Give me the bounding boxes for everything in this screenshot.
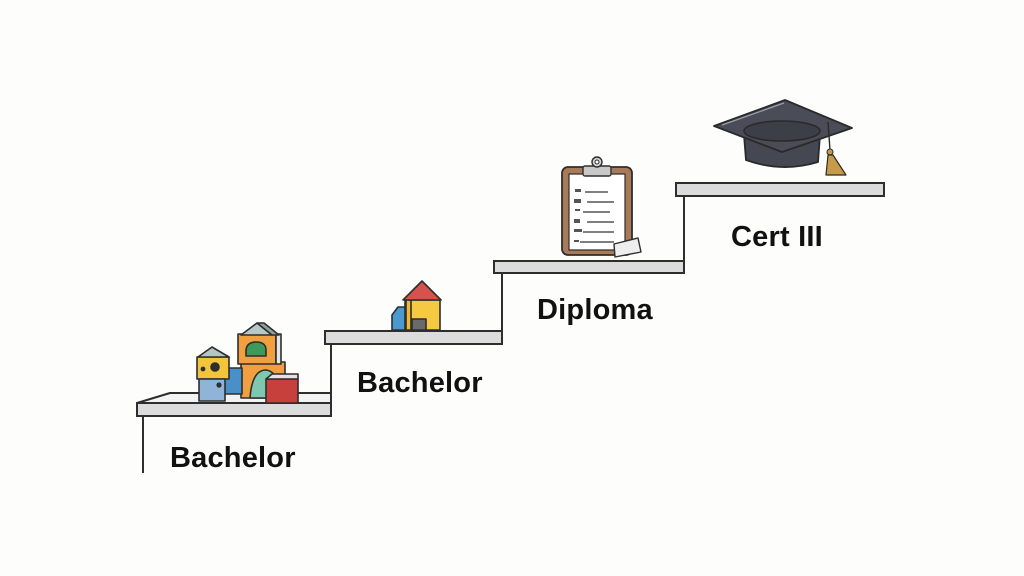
- step-1-label: Bachelor: [170, 442, 296, 474]
- step-4-label: Cert III: [731, 221, 823, 253]
- step-3-label: Diploma: [537, 294, 653, 326]
- step-3: [493, 260, 685, 332]
- toy-blocks-icon: [196, 322, 299, 404]
- step-2: [324, 330, 503, 404]
- step-4: [675, 182, 885, 262]
- graduation-cap-icon: [713, 99, 853, 176]
- house-blocks-icon: [391, 280, 442, 331]
- step-2-label: Bachelor: [357, 367, 483, 399]
- clipboard-icon: [561, 156, 642, 258]
